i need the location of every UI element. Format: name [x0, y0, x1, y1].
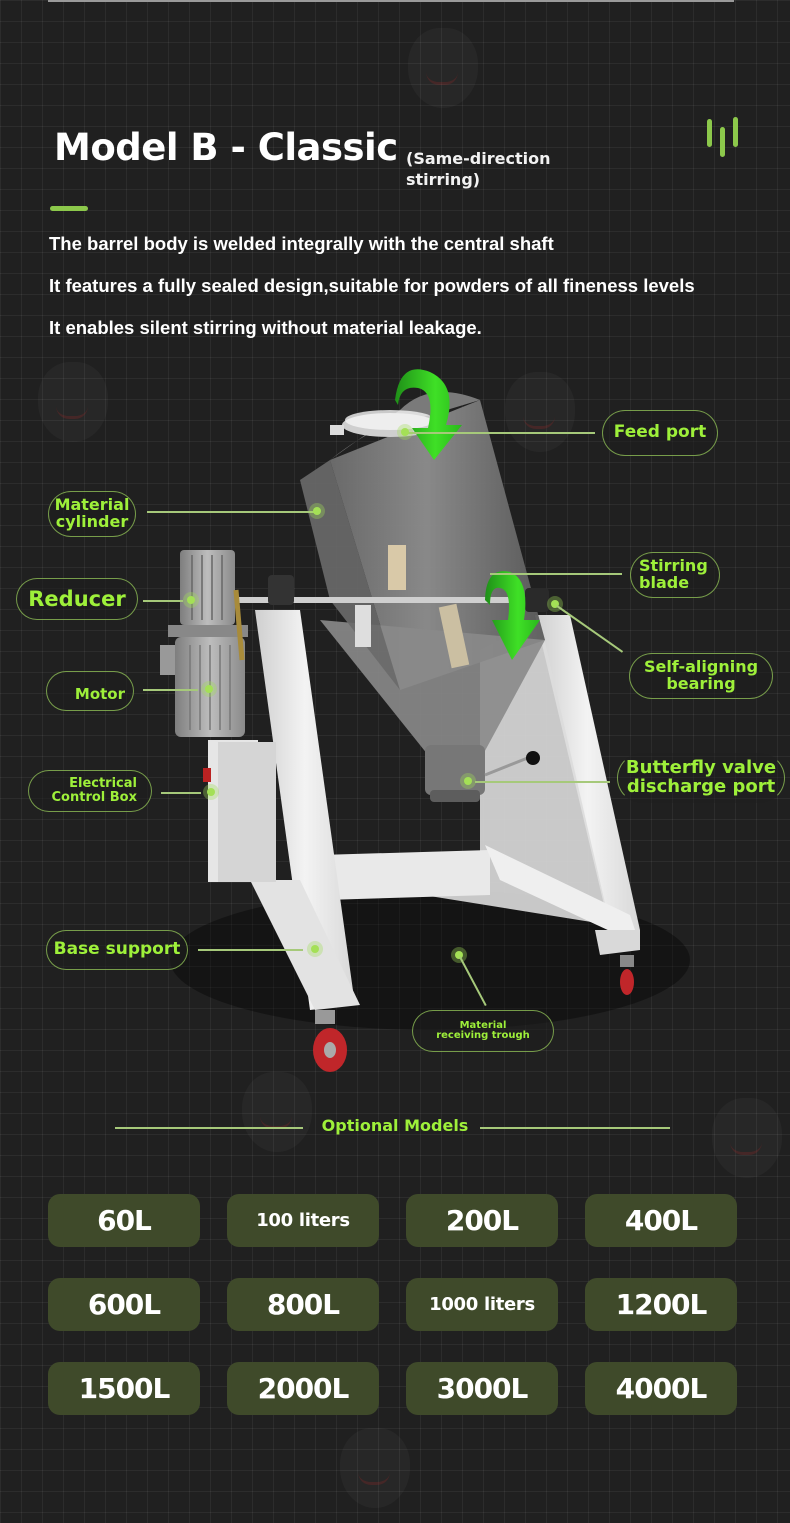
model-option-100-liters[interactable]: 100 liters [227, 1194, 379, 1247]
marker-dot-receiving-trough [451, 947, 467, 963]
accent-bars-icon [707, 117, 741, 161]
callout-butterfly-valve-discharge-port: Butterfly valve discharge port [617, 753, 785, 803]
leader-line-bearing [556, 605, 624, 653]
optional-models-left-line [115, 1127, 303, 1129]
model-option-800l[interactable]: 800L [227, 1278, 379, 1331]
page-title: Model B - Classic [54, 126, 398, 169]
title-underline [50, 206, 88, 211]
callout-motor: Motor [46, 671, 134, 711]
marker-dot-motor [201, 681, 217, 697]
marker-dot-material-cylinder [309, 503, 325, 519]
callout-base-support: Base support [46, 930, 188, 970]
watermark-logo-icon [408, 28, 478, 108]
description-line-2: It features a fully sealed design,suitab… [49, 275, 695, 296]
watermark-logo-icon [505, 372, 575, 452]
leader-line-motor [143, 689, 198, 691]
model-option-1200l[interactable]: 1200L [585, 1278, 737, 1331]
description-line-1: The barrel body is welded integrally wit… [49, 233, 554, 254]
callout-stirring-blade: Stirring blade [630, 552, 720, 598]
model-option-1000-liters[interactable]: 1000 liters [406, 1278, 558, 1331]
model-option-200l[interactable]: 200L [406, 1194, 558, 1247]
optional-models-heading: Optional Models [321, 1116, 469, 1135]
model-option-1500l[interactable]: 1500L [48, 1362, 200, 1415]
top-divider [48, 0, 734, 2]
model-option-60l[interactable]: 60L [48, 1194, 200, 1247]
marker-dot-reducer [183, 592, 199, 608]
marker-dot-electrical [203, 784, 219, 800]
model-option-600l[interactable]: 600L [48, 1278, 200, 1331]
model-option-2000l[interactable]: 2000L [227, 1362, 379, 1415]
callout-reducer: Reducer [16, 578, 138, 620]
watermark-logo-icon [340, 1428, 410, 1508]
model-option-3000l[interactable]: 3000L [406, 1362, 558, 1415]
marker-dot-butterfly-valve [460, 773, 476, 789]
callout-electrical-control-box: Electrical Control Box [28, 770, 152, 812]
leader-line-receiving-trough [459, 956, 487, 1007]
callout-material-cylinder: Material cylinder [48, 491, 136, 537]
callout-self-aligning-bearing: Self-aligning bearing [629, 653, 773, 699]
marker-dot-feed-port [397, 424, 413, 440]
watermark-logo-icon [712, 1098, 782, 1178]
leader-line-electrical [161, 792, 201, 794]
model-option-4000l[interactable]: 4000L [585, 1362, 737, 1415]
leader-line-reducer [143, 600, 183, 602]
leader-line-material-cylinder [147, 511, 317, 513]
callout-feed-port: Feed port [602, 410, 718, 456]
optional-models-right-line [480, 1127, 670, 1129]
marker-dot-base-support [307, 941, 323, 957]
leader-line-butterfly-valve [475, 781, 610, 783]
description-line-3: It enables silent stirring without mater… [49, 317, 482, 338]
page-subtitle: (Same-direction stirring) [406, 149, 551, 189]
leader-line-feed-port [405, 432, 595, 434]
callout-material-receiving-trough: Material receiving trough [412, 1010, 554, 1052]
watermark-logo-icon [38, 362, 108, 442]
leader-line-base-support [198, 949, 303, 951]
leader-line-stirring-blade [490, 573, 622, 575]
watermark-logo-icon [242, 1072, 312, 1152]
model-option-400l[interactable]: 400L [585, 1194, 737, 1247]
model-options-grid: 60L 100 liters 200L 400L 600L 800L 1000 … [48, 1194, 740, 1415]
